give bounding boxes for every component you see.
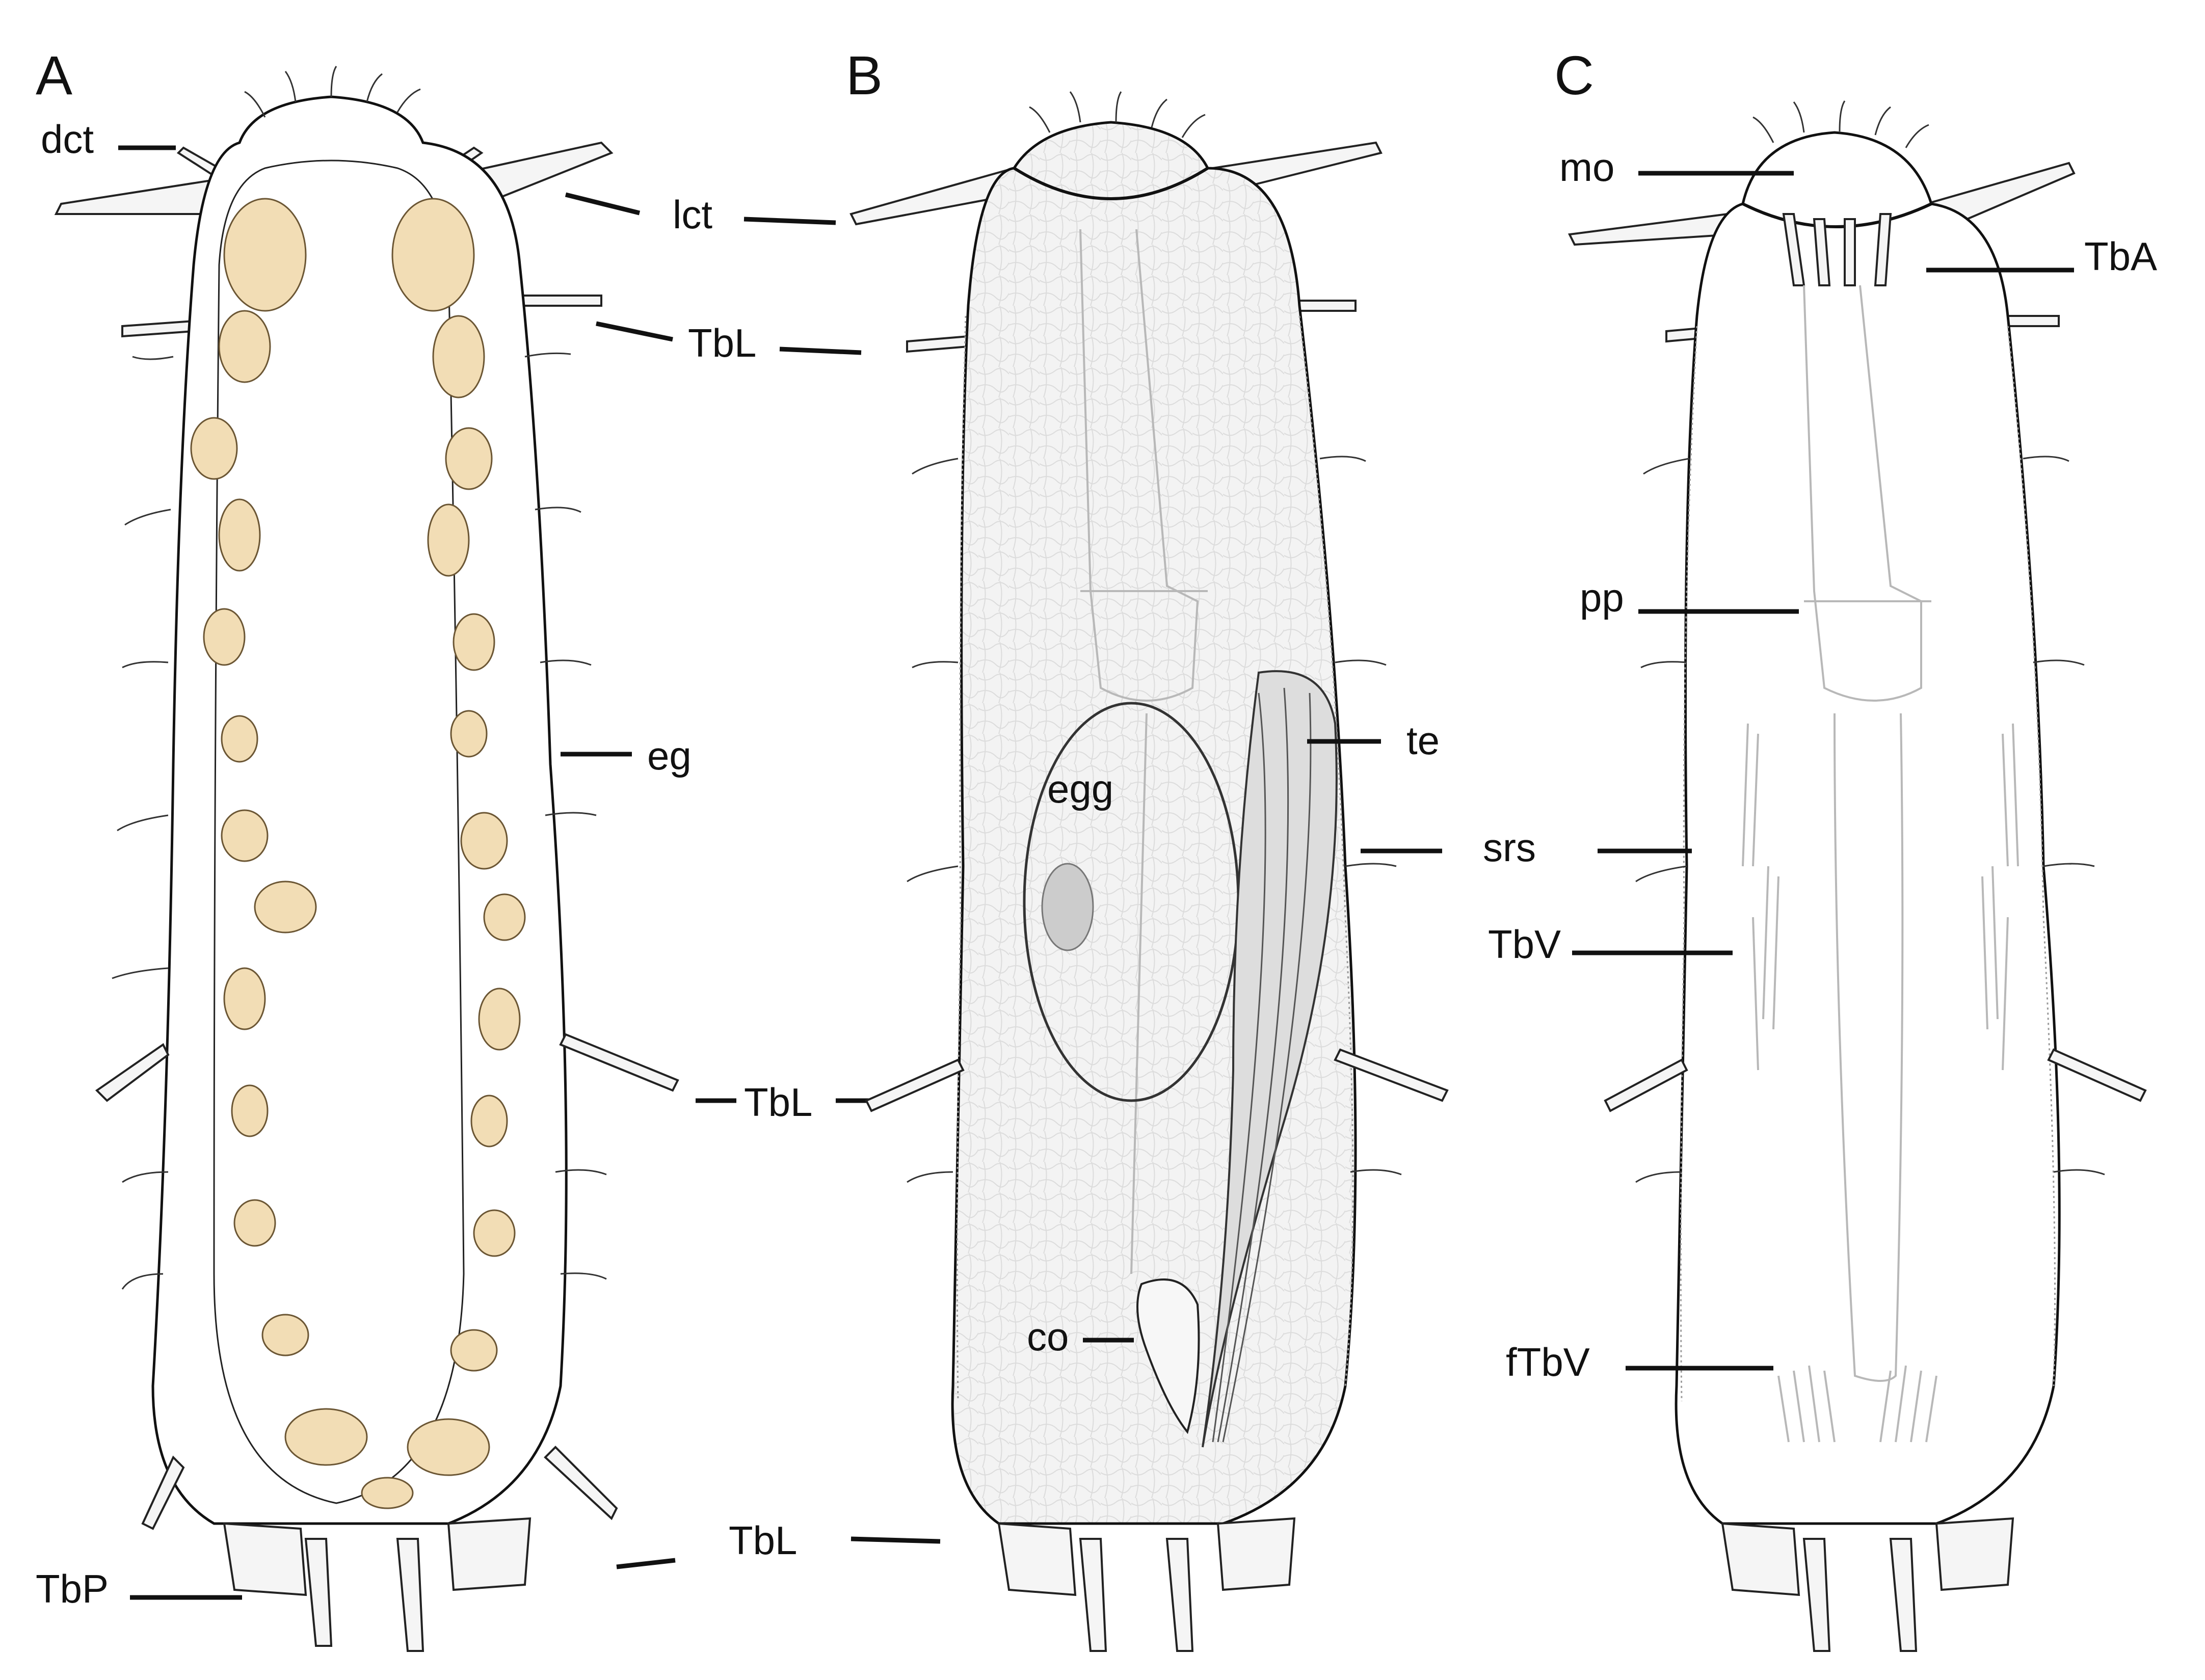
label-dct: dct xyxy=(41,117,94,162)
panel-b-mouth-rim xyxy=(1013,167,1209,200)
panel-a-epidermal-glands xyxy=(190,198,526,1509)
label-mo: mo xyxy=(1559,145,1614,190)
panel-b-srs-right xyxy=(1298,315,1354,1386)
label-co: co xyxy=(1027,1314,1069,1359)
label-ftbv: fTbV xyxy=(1506,1340,1590,1384)
panel-a: A xyxy=(36,44,941,1652)
label-pp: pp xyxy=(1580,575,1624,620)
label-lct: lct xyxy=(673,192,712,237)
label-tbv: TbV xyxy=(1488,922,1561,967)
panel-c-body-outline xyxy=(1675,131,2061,1525)
egg-nucleus xyxy=(1041,863,1094,951)
leader-tbl-top-b xyxy=(779,346,862,355)
label-tba: TbA xyxy=(2084,234,2157,279)
panel-c: C xyxy=(1488,44,2157,1652)
leader-tbl-bottom-b xyxy=(851,1536,941,1544)
label-tbl-mid: TbL xyxy=(744,1080,812,1125)
label-tbp: TbP xyxy=(36,1566,109,1611)
panel-letter-c: C xyxy=(1554,44,1594,106)
panel-letter-b: B xyxy=(846,44,883,106)
panel-c-pharynx xyxy=(1803,285,1931,1382)
panel-b-posterior-tubes xyxy=(865,1048,1449,1652)
panel-b: B egg xyxy=(846,44,1536,1652)
label-egg: egg xyxy=(1047,766,1113,811)
label-tbl-top: TbL xyxy=(688,321,756,365)
label-te: te xyxy=(1406,718,1440,763)
panel-b-pharynx xyxy=(1079,229,1208,1274)
panel-c-anterior-tubes xyxy=(1782,213,1892,286)
copulatory-organ xyxy=(1136,1278,1200,1434)
panel-c-posterior-tubes xyxy=(1604,1048,2147,1652)
panel-b-sensory-hairs xyxy=(907,91,1402,1183)
panel-a-sensory-hairs xyxy=(112,66,607,1290)
label-tbl-bottom: TbL xyxy=(729,1518,797,1563)
leader-lct-b xyxy=(743,217,836,225)
leader-tbl-bottom-a xyxy=(616,1558,676,1569)
panel-a-posterior-tubes xyxy=(95,1033,679,1652)
label-srs: srs xyxy=(1483,825,1536,870)
label-eg: eg xyxy=(647,733,692,778)
panel-c-sensory-hairs xyxy=(1635,100,2105,1183)
leader-lct-a xyxy=(565,192,641,216)
panel-c-ventral-tubes xyxy=(1742,723,2019,1443)
panel-letter-a: A xyxy=(36,44,72,106)
leader-tbl-top-a xyxy=(596,321,673,342)
panel-c-mouth-rim xyxy=(1742,202,1932,228)
panel-b-lateral-tentacles xyxy=(849,141,1383,353)
